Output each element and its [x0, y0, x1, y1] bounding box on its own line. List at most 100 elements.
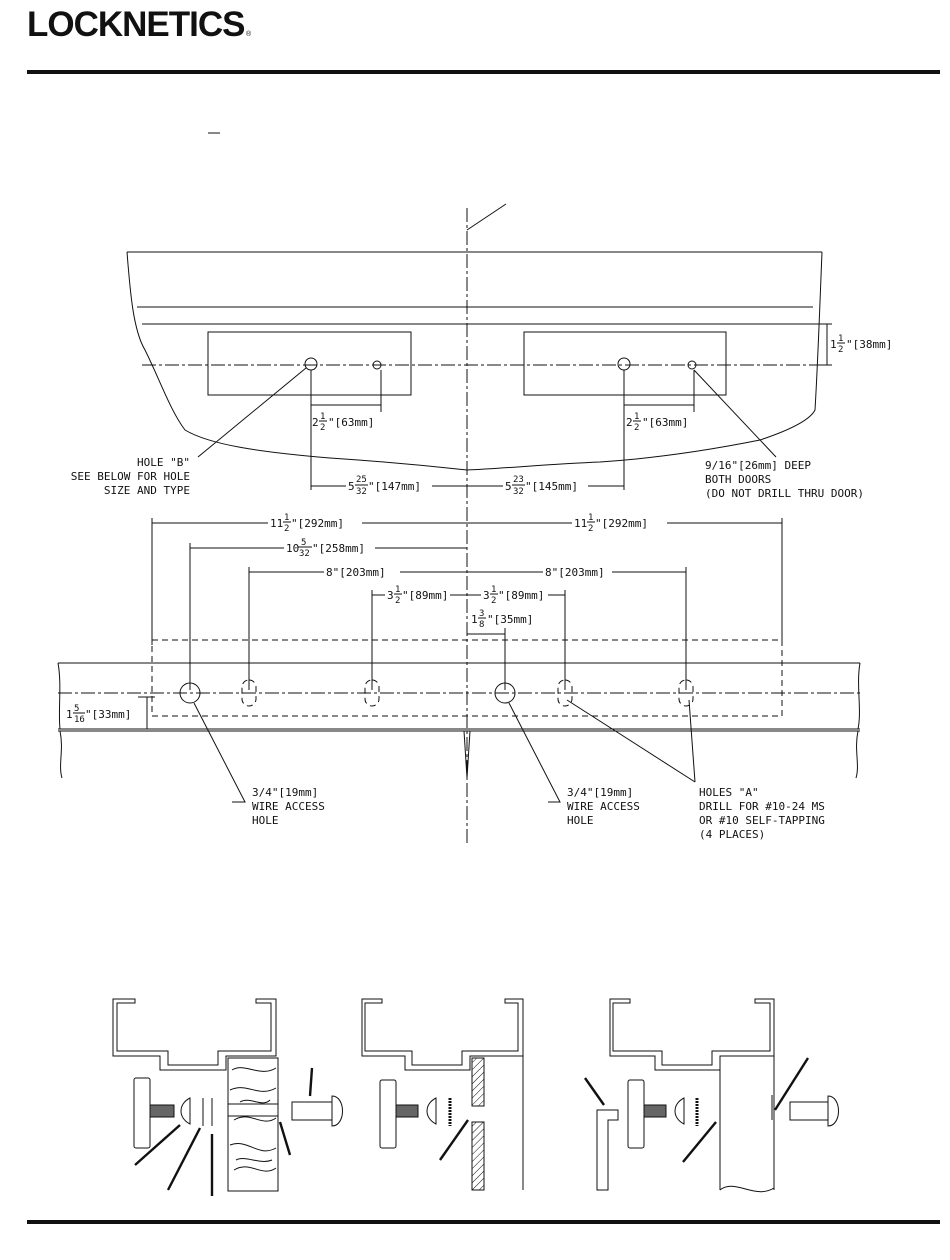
svg-text:HOLE: HOLE — [567, 814, 594, 827]
svg-text:SIZE AND TYPE: SIZE AND TYPE — [104, 484, 190, 497]
dim-center-wire: 1 3 8 "[35mm] — [467, 609, 533, 690]
svg-text:1: 1 — [284, 513, 289, 523]
left-hole-b — [304, 357, 318, 371]
svg-text:®: ® — [246, 30, 252, 38]
svg-text:32: 32 — [356, 487, 367, 497]
svg-text:HOLE "B": HOLE "B" — [137, 456, 190, 469]
svg-text:DRILL FOR #10-24 MS: DRILL FOR #10-24 MS — [699, 800, 825, 813]
svg-text:2: 2 — [588, 524, 593, 534]
left-small-hole — [372, 360, 382, 370]
dim-right-hole-spacing: 2 1 2 "[63mm] — [623, 370, 695, 433]
svg-text:32: 32 — [513, 487, 524, 497]
dim-left-hole-spacing: 2 1 2 "[63mm] — [310, 370, 382, 433]
left-wire-note: 3/4"[19mm] WIRE ACCESS HOLE — [252, 786, 325, 827]
dim-left-outer: 11 1 2 "[292mm] — [151, 513, 467, 645]
left-mounting-plate — [207, 331, 412, 396]
hole-b-leader — [197, 367, 307, 458]
deep-note-leader — [693, 369, 777, 458]
svg-text:1: 1 — [66, 708, 73, 721]
svg-text:WIRE ACCESS: WIRE ACCESS — [252, 800, 325, 813]
svg-text:"[145mm]: "[145mm] — [525, 480, 578, 493]
svg-text:2: 2 — [491, 596, 496, 606]
holes-a — [241, 679, 694, 707]
right-small-hole — [687, 360, 697, 370]
dim-right-outer: 11 1 2 "[292mm] — [467, 513, 783, 645]
svg-text:1: 1 — [471, 613, 478, 626]
svg-text:LOCKNETICS: LOCKNETICS — [27, 5, 245, 44]
deep-note: 9/16"[26mm] DEEP BOTH DOORS (DO NOT DRIL… — [705, 459, 864, 500]
svg-text:5: 5 — [74, 704, 79, 714]
svg-text:8: 8 — [479, 620, 484, 630]
holes-a-note: HOLES "A" DRILL FOR #10-24 MS OR #10 SEL… — [699, 786, 825, 841]
svg-text:5: 5 — [505, 480, 512, 493]
detail-wood-door — [112, 998, 343, 1196]
svg-text:11: 11 — [574, 517, 587, 530]
dim-left-wire-hole: 10 5 32 "[258mm] — [189, 538, 467, 690]
right-wire-note: 3/4"[19mm] WIRE ACCESS HOLE — [567, 786, 640, 827]
svg-text:11: 11 — [270, 517, 283, 530]
door-frame — [57, 662, 861, 779]
dim-right-inner: 3 1 2 "[89mm] — [467, 585, 566, 690]
svg-text:"[63mm]: "[63mm] — [328, 416, 374, 429]
svg-text:"[147mm]: "[147mm] — [368, 480, 421, 493]
svg-text:2: 2 — [626, 416, 633, 429]
svg-text:2: 2 — [284, 524, 289, 534]
brand-logo: LOCKNETICS ® — [27, 5, 252, 44]
svg-text:"[292mm]: "[292mm] — [595, 517, 648, 530]
door-top-edge — [126, 251, 825, 471]
dim-right-offset: 5 23 32 "[145mm] — [467, 370, 625, 497]
detail-metal-door — [361, 998, 524, 1191]
right-wire-access-hole — [494, 682, 516, 704]
hole-b-note: HOLE "B" SEE BELOW FOR HOLE SIZE AND TYP… — [71, 456, 190, 497]
svg-text:(DO NOT DRILL THRU DOOR): (DO NOT DRILL THRU DOOR) — [705, 487, 864, 500]
svg-text:10: 10 — [286, 542, 299, 555]
svg-text:SEE BELOW FOR HOLE: SEE BELOW FOR HOLE — [71, 470, 190, 483]
svg-text:BOTH DOORS: BOTH DOORS — [705, 473, 771, 486]
svg-text:2: 2 — [838, 345, 843, 355]
svg-text:OR #10 SELF-TAPPING: OR #10 SELF-TAPPING — [699, 814, 825, 827]
dim-left-offset: 5 25 32 "[147mm] — [310, 370, 467, 497]
svg-text:"[33mm]: "[33mm] — [85, 708, 131, 721]
svg-text:8"[203mm]: 8"[203mm] — [545, 566, 605, 579]
left-wire-access-hole — [179, 682, 201, 704]
right-wire-leader — [508, 702, 561, 803]
svg-text:3: 3 — [483, 589, 490, 602]
svg-text:1: 1 — [830, 338, 837, 351]
svg-text:"[89mm]: "[89mm] — [402, 589, 448, 602]
dim-height-right: 1 1 2 "[38mm] — [822, 323, 892, 366]
svg-text:2: 2 — [312, 416, 319, 429]
svg-text:16: 16 — [74, 715, 85, 725]
svg-text:25: 25 — [356, 475, 367, 485]
svg-text:1: 1 — [634, 412, 639, 422]
svg-text:3/4"[19mm]: 3/4"[19mm] — [252, 786, 318, 799]
svg-text:1: 1 — [395, 585, 400, 595]
dim-right-8: 8"[203mm] — [467, 566, 687, 690]
svg-text:HOLES "A": HOLES "A" — [699, 786, 759, 799]
svg-text:(4 PLACES): (4 PLACES) — [699, 828, 765, 841]
svg-text:23: 23 — [513, 475, 524, 485]
dim-left-8: 8"[203mm] — [248, 566, 467, 690]
center-leader — [466, 203, 507, 231]
svg-text:2: 2 — [634, 423, 639, 433]
svg-text:3/4"[19mm]: 3/4"[19mm] — [567, 786, 633, 799]
holes-a-leaders — [566, 699, 696, 783]
svg-text:"[292mm]: "[292mm] — [291, 517, 344, 530]
right-hole-b — [617, 357, 631, 371]
svg-text:1: 1 — [588, 513, 593, 523]
svg-text:9/16"[26mm] DEEP: 9/16"[26mm] DEEP — [705, 459, 811, 472]
right-mounting-plate — [523, 331, 727, 396]
svg-text:5: 5 — [301, 538, 306, 548]
svg-text:3: 3 — [387, 589, 394, 602]
dim-left-inner: 3 1 2 "[89mm] — [371, 585, 467, 690]
svg-text:1: 1 — [838, 334, 843, 344]
dim-frame-height: 1 5 16 "[33mm] — [66, 696, 155, 730]
svg-text:"[258mm]: "[258mm] — [312, 542, 365, 555]
svg-text:"[35mm]: "[35mm] — [487, 613, 533, 626]
svg-text:"[38mm]: "[38mm] — [846, 338, 892, 351]
svg-text:5: 5 — [348, 480, 355, 493]
svg-text:32: 32 — [299, 549, 310, 559]
svg-text:HOLE: HOLE — [252, 814, 279, 827]
svg-text:"[89mm]: "[89mm] — [498, 589, 544, 602]
detail-hollow-door — [584, 998, 839, 1193]
